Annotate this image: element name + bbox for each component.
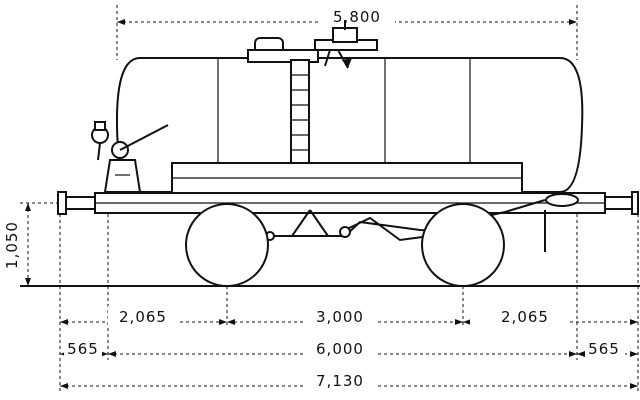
overhang-left-label: 565 bbox=[67, 340, 99, 358]
overall-length-label: 7,130 bbox=[316, 372, 364, 390]
wheelbase-label: 3,000 bbox=[316, 308, 364, 326]
overhang-right-label: 565 bbox=[588, 340, 620, 358]
discharge-valve bbox=[91, 121, 169, 193]
extension-lines bbox=[59, 214, 639, 392]
tank-length-label: 5,800 bbox=[333, 8, 381, 26]
dimension-row-3: 7,130 bbox=[60, 370, 638, 390]
dimension-height: 1,050 bbox=[3, 202, 58, 286]
wheel-right bbox=[421, 203, 505, 287]
end-left-label: 2,065 bbox=[119, 308, 167, 326]
end-right-label: 2,065 bbox=[501, 308, 549, 326]
underframe bbox=[57, 191, 639, 252]
tank-saddle bbox=[171, 162, 523, 194]
brake-rigging bbox=[265, 199, 546, 242]
dimension-row-2: 565 6,000 565 bbox=[60, 338, 638, 358]
wheel-left bbox=[185, 203, 269, 287]
underframe-length-label: 6,000 bbox=[316, 340, 364, 358]
dome-cover bbox=[314, 20, 378, 69]
dimension-row-1: 2,065 3,000 2,065 bbox=[60, 306, 638, 326]
height-label: 1,050 bbox=[3, 221, 21, 269]
